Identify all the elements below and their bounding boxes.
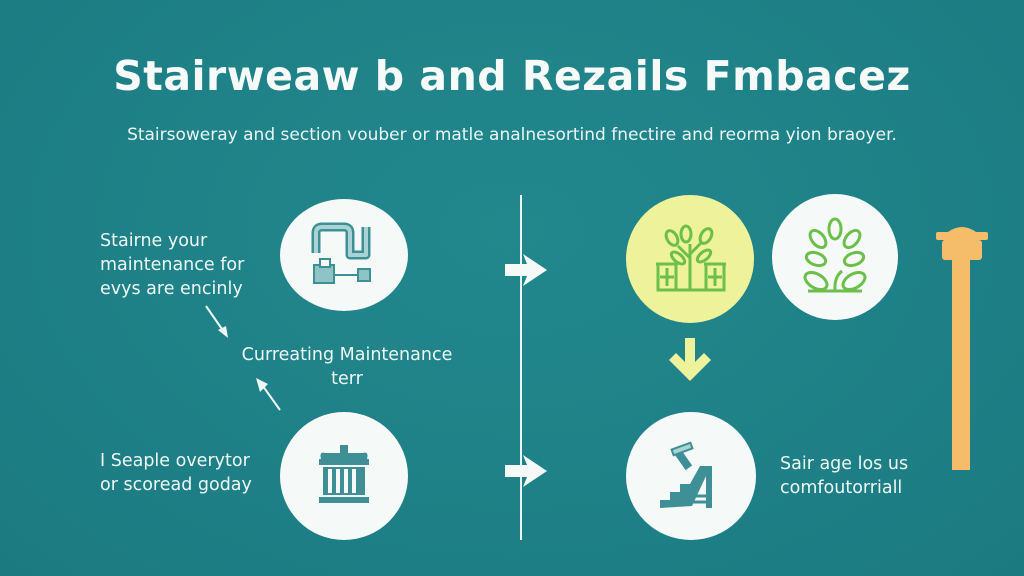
text-line: evys are encinly [100,279,243,299]
staircase-railing-icon [660,441,712,508]
page-subtitle: Stairsoweray and section vouber or matle… [127,125,897,145]
right-bottom-text: Sair age los us comfoutorriall [780,452,908,500]
text-line: or scoread goday [100,475,252,495]
arrow-right-icon [505,254,547,286]
pipe-icon-circle [280,199,408,311]
text-line: Stairne your [100,231,208,251]
arrow-up-left-icon [256,378,281,411]
arrow-down-right-icon [205,305,228,338]
middle-text: Curreating Maintenance terr [232,343,462,391]
text-line: Curreating Maintenance [241,345,453,365]
railing-post-icon [936,227,988,470]
center-divider [520,195,522,540]
text-line: comfoutorriall [780,478,903,498]
leaf-plant-icon [803,217,867,293]
page-title: Stairweaw b and Rezails Fmbacez [113,52,911,100]
plant-building-icon [656,224,726,292]
text-line: Sair age los us [780,454,909,474]
building-icon-circle [280,412,408,540]
text-line: I Seaple overytor [100,451,250,471]
building-columns-icon [319,445,369,503]
plant-building-icon-circle [626,195,754,323]
text-line: terr [331,369,363,389]
left-top-text: Stairne your maintenance for evys are en… [100,229,244,301]
leaf-plant-icon-circle [772,194,898,320]
text-line: maintenance for [100,255,245,275]
arrow-right-icon [505,455,547,487]
staircase-icon-circle [626,412,756,540]
arrow-down-icon [669,338,711,381]
left-bottom-text: I Seaple overytor or scoread goday [100,449,252,497]
pipe-icon [311,222,371,284]
